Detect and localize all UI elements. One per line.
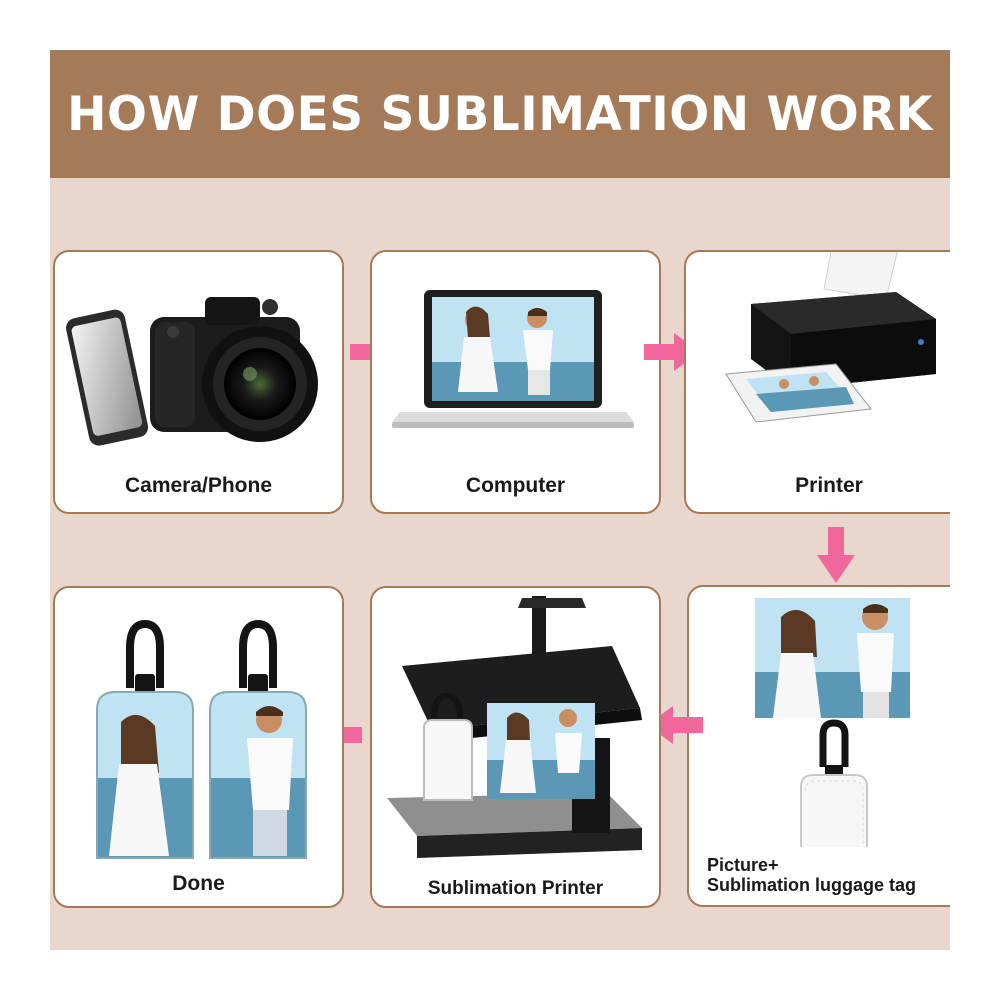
step-label-computer: Computer [465,474,566,497]
arrow-left-icon [647,706,703,744]
step-card-computer: Computer [370,250,661,514]
step-label-picture-line2: Sublimation luggage tag [707,875,917,895]
step-card-camera-phone: Camera/Phone [53,250,344,514]
step-label-sublimation-printer: Sublimation Printer [427,878,604,899]
printer-icon [725,252,936,423]
heat-press-icon [387,596,642,858]
camera-phone-icon [66,297,318,446]
photo-and-tag-icon [755,598,910,847]
step-label-printer: Printer [795,474,863,497]
laptop-icon [392,290,634,428]
header-banner: HOW DOES SUBLIMATION WORK [50,50,950,178]
luggage-tags-icon [96,619,307,859]
step-card-picture-tag: Picture+ Sublimation luggage tag [687,585,950,907]
step-label-picture-tag: Picture+ Sublimation luggage tag [707,855,916,895]
arrow-down-icon [817,527,855,583]
step-card-sublimation-printer: Sublimation Printer [370,586,661,908]
step-label-picture-line1: Picture+ [707,855,779,875]
page-title: HOW DOES SUBLIMATION WORK [67,86,933,142]
step-card-printer: Printer [684,250,950,514]
step-label-camera-phone: Camera/Phone [124,474,273,497]
step-label-done: Done [172,872,225,895]
step-card-done: Done [53,586,344,908]
infographic-canvas: HOW DOES SUBLIMATION WORK [50,50,950,950]
